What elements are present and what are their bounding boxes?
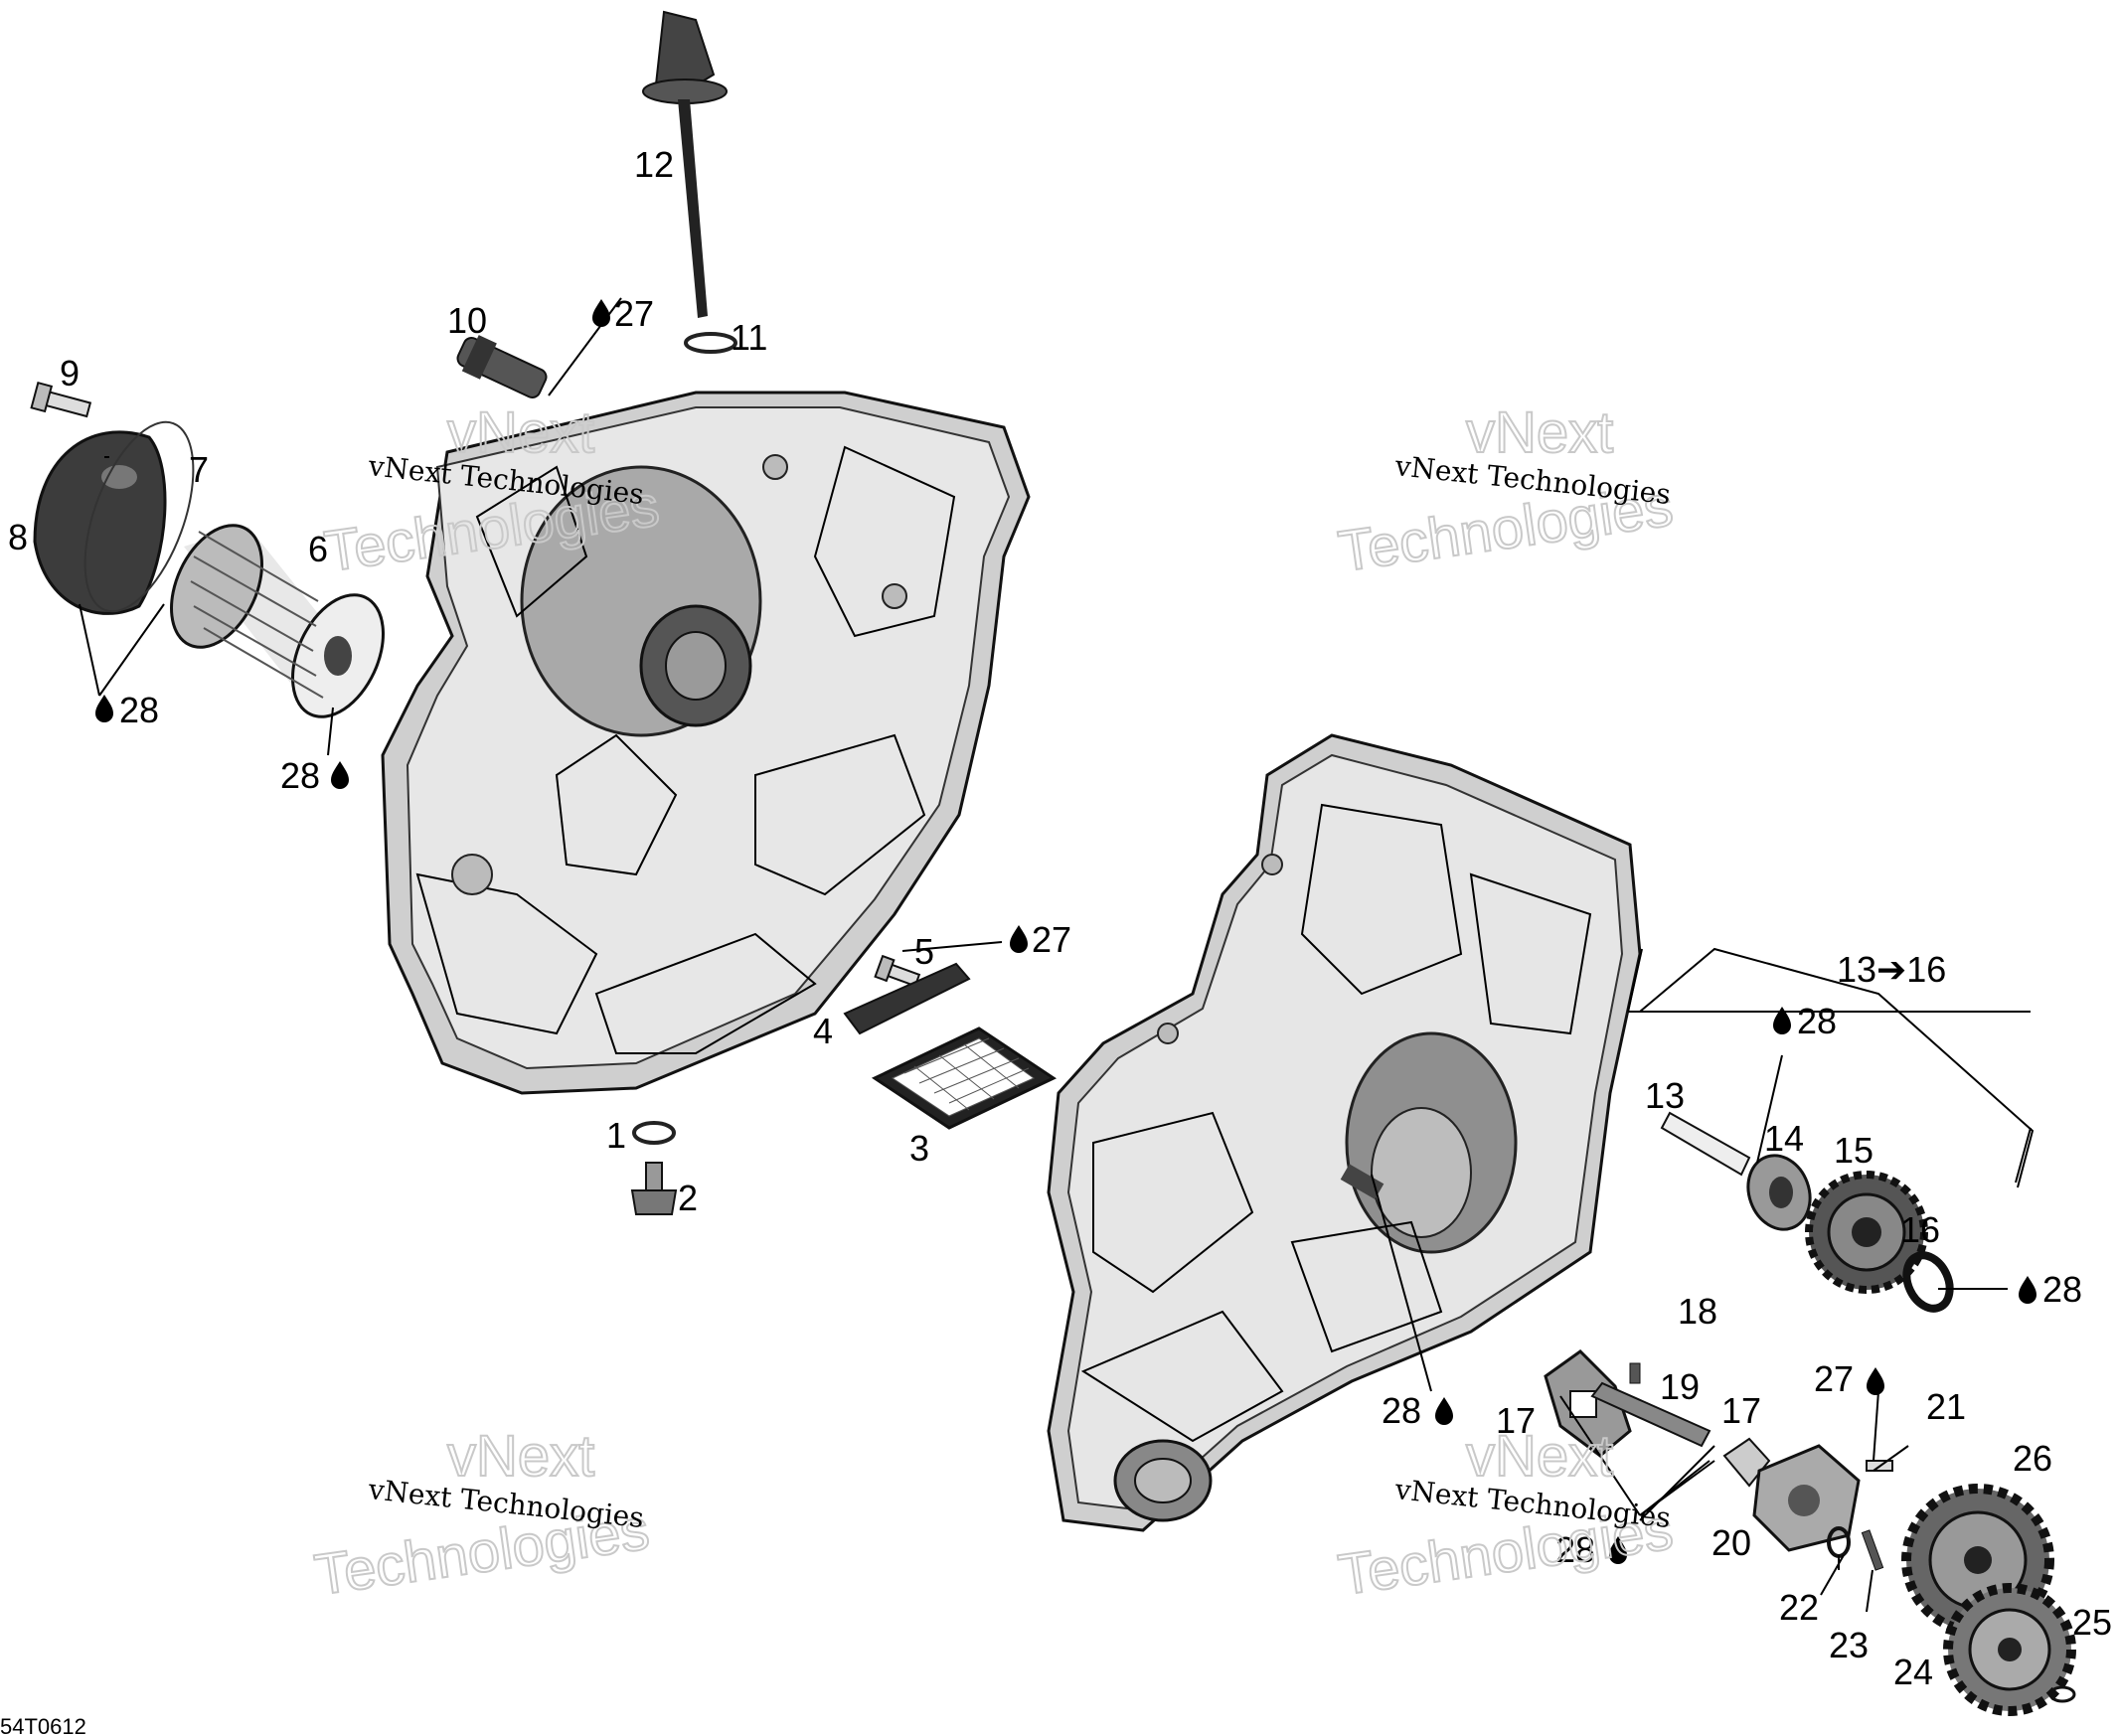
callout-18: 18 (1678, 1291, 1717, 1332)
callout-7: 7 (189, 449, 209, 490)
oil-drop-icon (95, 695, 113, 722)
drain-plug-gasket-part (632, 1121, 676, 1145)
callout-3: 3 (909, 1128, 929, 1169)
callout-12: 12 (634, 144, 674, 185)
callout-13: 13 (1645, 1075, 1685, 1116)
o-ring-part (684, 332, 737, 354)
callout-labels: 1 2 3 4 5 6 7 8 9 10 11 12 13 14 15 16 1… (8, 144, 2112, 1692)
idler-shaft-part (1660, 1111, 1751, 1177)
callout-27a: 27 (614, 293, 654, 334)
callout-9: 9 (60, 353, 80, 394)
callout-2: 2 (678, 1178, 698, 1218)
callout-8: 8 (8, 517, 28, 557)
oil-drop-icon (331, 761, 349, 789)
oil-pump-rotor-part (1544, 1349, 1632, 1458)
oil-pressure-switch-part (456, 335, 548, 398)
retaining-clip-part (2048, 1685, 2076, 1703)
callout-28d: 28 (2042, 1269, 2082, 1310)
callout-16: 16 (1900, 1209, 1940, 1250)
callout-17a: 17 (1496, 1400, 1536, 1441)
oil-screen-part (871, 1026, 1058, 1130)
kit-bracket (1639, 947, 2035, 1188)
oil-pump-gear-part (1943, 1583, 2076, 1716)
callout-24: 24 (1893, 1652, 1933, 1692)
dipstick-part (642, 10, 728, 318)
callout-28b: 28 (280, 755, 320, 796)
watermark-overlay: vNext (447, 400, 594, 465)
oil-drop-icon (1010, 925, 1028, 953)
callout-25: 25 (2072, 1602, 2112, 1643)
callout-4: 4 (813, 1011, 833, 1051)
pump-shaft-part (1590, 1381, 1711, 1448)
callout-22: 22 (1779, 1587, 1819, 1628)
oil-pump-cover-part (1752, 1444, 1861, 1552)
callout-23: 23 (1829, 1625, 1869, 1665)
callout-10: 10 (447, 300, 487, 341)
callout-17b: 17 (1721, 1390, 1761, 1431)
screen-retainer-part (843, 962, 971, 1035)
watermark-overlay: vNext (1466, 1424, 1613, 1489)
oil-drop-icon (2019, 1276, 2037, 1304)
oil-drop-icon (1867, 1367, 1884, 1395)
filter-cover-o-ring-part (83, 420, 195, 613)
callout-6: 6 (308, 529, 328, 569)
intermediate-gear-part (1805, 1171, 1928, 1294)
callout-26: 26 (2013, 1438, 2052, 1479)
thrust-washer-part (1902, 1251, 1954, 1313)
callout-28a: 28 (119, 690, 159, 730)
oil-drop-icon (592, 299, 610, 327)
callout-11: 11 (731, 317, 767, 358)
reference-code: 54T0612 (0, 1714, 86, 1736)
gear-pin-part (1861, 1529, 1884, 1571)
callout-20: 20 (1711, 1522, 1751, 1563)
kit-group-label: 13➔16 (1837, 949, 1946, 990)
left-crankcase-half (381, 391, 1031, 1095)
pump-pin-part (1629, 1362, 1641, 1384)
right-crankcase-half (1047, 733, 1642, 1532)
callout-28e: 28 (1382, 1390, 1421, 1431)
bearing-part (1746, 1154, 1812, 1231)
callout-1: 1 (606, 1115, 626, 1156)
callout-14: 14 (1764, 1118, 1804, 1159)
callout-28f: 28 (1555, 1529, 1595, 1570)
drain-plug-part (630, 1162, 678, 1215)
screw-part (30, 381, 92, 418)
callout-19: 19 (1660, 1366, 1700, 1407)
oil-filter-cover-part (33, 430, 167, 615)
crankcase-sleeve-part (1340, 1164, 1385, 1199)
callout-27b: 27 (1032, 919, 1071, 960)
callout-27c: 27 (1814, 1358, 1854, 1399)
oil-filter-part (170, 524, 385, 718)
watermark-overlay: vNext (1466, 400, 1613, 465)
callout-15: 15 (1834, 1130, 1874, 1171)
callout-28c: 28 (1797, 1001, 1837, 1041)
watermark-overlay: vNext (447, 1424, 594, 1489)
callout-21: 21 (1926, 1386, 1966, 1427)
callout-5: 5 (914, 931, 934, 972)
oil-drop-icon (1435, 1397, 1453, 1425)
